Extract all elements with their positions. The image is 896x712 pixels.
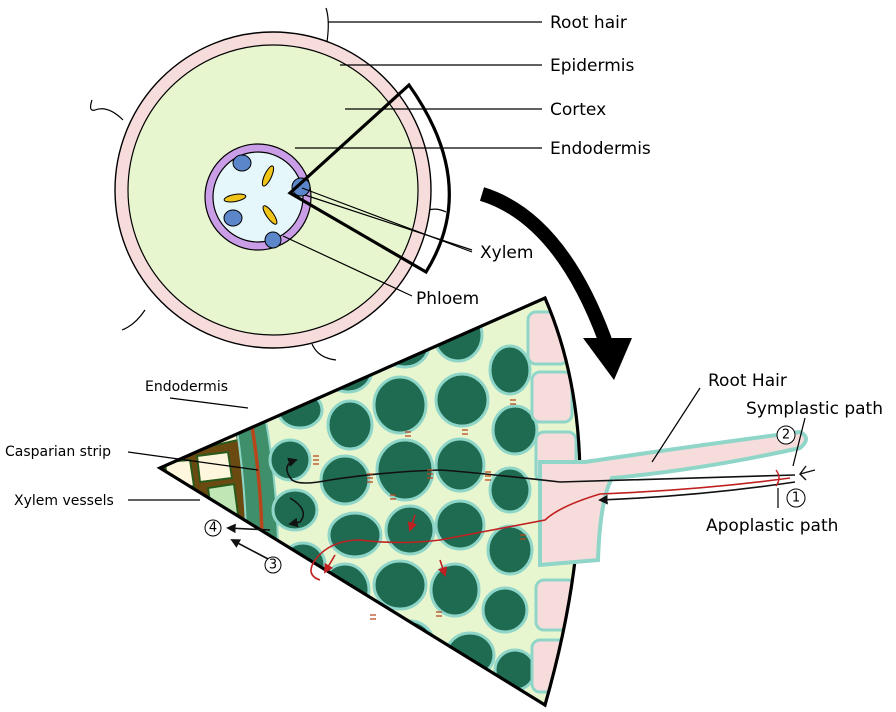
svg-text:4: 4: [209, 521, 217, 536]
root-cross-section: [91, 8, 450, 360]
label-casparian-strip: Casparian strip: [5, 444, 111, 460]
label-root-hair-detail: Root Hair: [708, 371, 787, 391]
label-apoplastic-path: Apoplastic path: [706, 516, 838, 536]
xylem-cell: [265, 232, 281, 248]
label-epidermis: Epidermis: [550, 56, 634, 76]
label-xylem-vessels: Xylem vessels: [14, 493, 114, 509]
label-phloem: Phloem: [416, 289, 479, 309]
apoplastic-to-endo: [232, 540, 270, 560]
svg-text:3: 3: [269, 558, 277, 573]
marker-4: 4: [205, 520, 221, 536]
enlarged-sector: [155, 298, 815, 705]
label-endodermis: Endodermis: [550, 139, 651, 159]
root-hair-squiggle: [122, 310, 145, 330]
xylem-cell: [224, 210, 242, 226]
label-root-hair: Root hair: [550, 13, 627, 33]
xylem-cell: [233, 155, 251, 171]
label-xylem: Xylem: [480, 243, 533, 263]
water-inflow-symplastic: [800, 466, 815, 480]
label-symplastic-path: Symplastic path: [746, 399, 883, 419]
xylem-region: [155, 380, 245, 700]
marker-3: 3: [265, 557, 281, 573]
root-hair-squiggle: [91, 100, 123, 120]
marker-1: 1: [787, 489, 805, 507]
label-cortex: Cortex: [550, 100, 606, 120]
root-hair-squiggle: [326, 8, 328, 42]
label-endodermis-detail: Endodermis: [145, 379, 228, 395]
marker-2: 2: [777, 426, 795, 444]
svg-text:1: 1: [792, 491, 800, 506]
svg-text:2: 2: [782, 428, 790, 443]
root-hair-squiggle: [312, 344, 336, 360]
apoplastic-path-black: [600, 482, 795, 500]
